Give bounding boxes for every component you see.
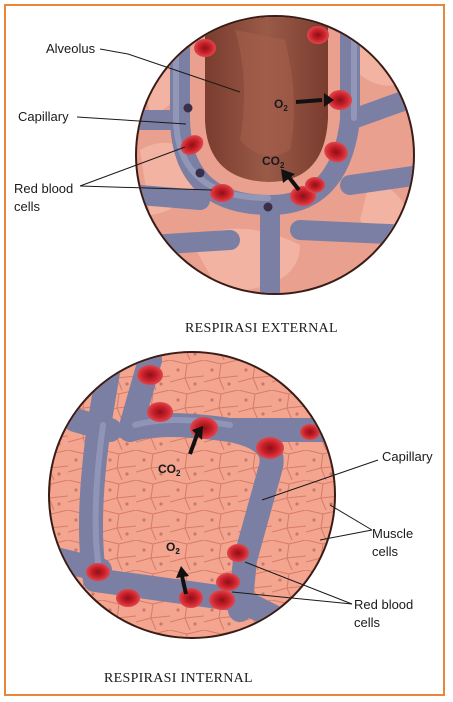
red-blood-cell bbox=[216, 573, 240, 591]
co2-arrow bbox=[286, 174, 301, 192]
o2-arrow bbox=[295, 98, 323, 104]
red-blood-cell bbox=[324, 141, 348, 163]
rbc-leader-4 bbox=[231, 591, 353, 605]
external-o2-label: O2 bbox=[274, 97, 288, 113]
internal-o2-label: O2 bbox=[166, 540, 180, 556]
red-blood-cell bbox=[227, 544, 249, 562]
alveolus-leader bbox=[99, 48, 241, 93]
red-blood-cells-label-top-line1: Red blood bbox=[14, 181, 73, 196]
red-blood-cell bbox=[328, 90, 352, 110]
red-blood-cells-label-top-line2: cells bbox=[14, 199, 41, 214]
alveolus-label: Alveolus bbox=[46, 41, 96, 56]
internal-respiration-view: CO2 O2 bbox=[48, 351, 336, 639]
red-blood-cells-label-bottom-line1: Red blood bbox=[354, 597, 413, 612]
internal-red-blood-cells bbox=[86, 365, 320, 610]
red-blood-cell bbox=[116, 589, 140, 607]
figure-border bbox=[4, 4, 445, 696]
external-co2-label: CO2 bbox=[262, 154, 285, 170]
capillary-leader-top bbox=[76, 116, 187, 125]
red-blood-cell bbox=[179, 588, 203, 608]
red-blood-cell bbox=[190, 417, 218, 439]
muscle-leader-2 bbox=[319, 529, 373, 541]
red-blood-cell bbox=[194, 39, 216, 57]
capillary-leader-bottom bbox=[261, 459, 379, 501]
muscle-cells-label-line1: Muscle bbox=[372, 526, 413, 541]
red-blood-cell bbox=[300, 424, 320, 440]
red-blood-cell bbox=[256, 437, 284, 459]
red-blood-cell bbox=[210, 184, 234, 202]
red-blood-cells-label-bottom-line2: cells bbox=[354, 615, 381, 630]
capillary-label-bottom: Capillary bbox=[382, 449, 433, 464]
red-blood-cell bbox=[147, 402, 173, 422]
red-blood-cell bbox=[305, 177, 325, 193]
red-blood-cell bbox=[86, 563, 110, 581]
red-blood-cell bbox=[137, 365, 163, 385]
internal-o2-arrow bbox=[180, 575, 188, 595]
rbc-leader-2 bbox=[79, 185, 213, 191]
external-red-blood-cells bbox=[180, 26, 352, 206]
rbc-leader-3 bbox=[244, 561, 353, 605]
external-respiration-view: O2 CO2 bbox=[135, 15, 415, 295]
red-blood-cell bbox=[307, 26, 329, 44]
muscle-leader-1 bbox=[329, 504, 373, 531]
internal-co2-label: CO2 bbox=[158, 462, 181, 478]
rbc-leader-1 bbox=[79, 146, 186, 187]
capillary-label-top: Capillary bbox=[18, 109, 69, 124]
red-blood-cell bbox=[209, 590, 235, 610]
internal-caption: RESPIRASI INTERNAL bbox=[104, 671, 253, 686]
external-caption: RESPIRASI EXTERNAL bbox=[185, 321, 338, 336]
red-blood-cell bbox=[180, 135, 204, 155]
muscle-cells-label-line2: cells bbox=[372, 544, 399, 559]
internal-co2-arrow bbox=[188, 431, 200, 455]
